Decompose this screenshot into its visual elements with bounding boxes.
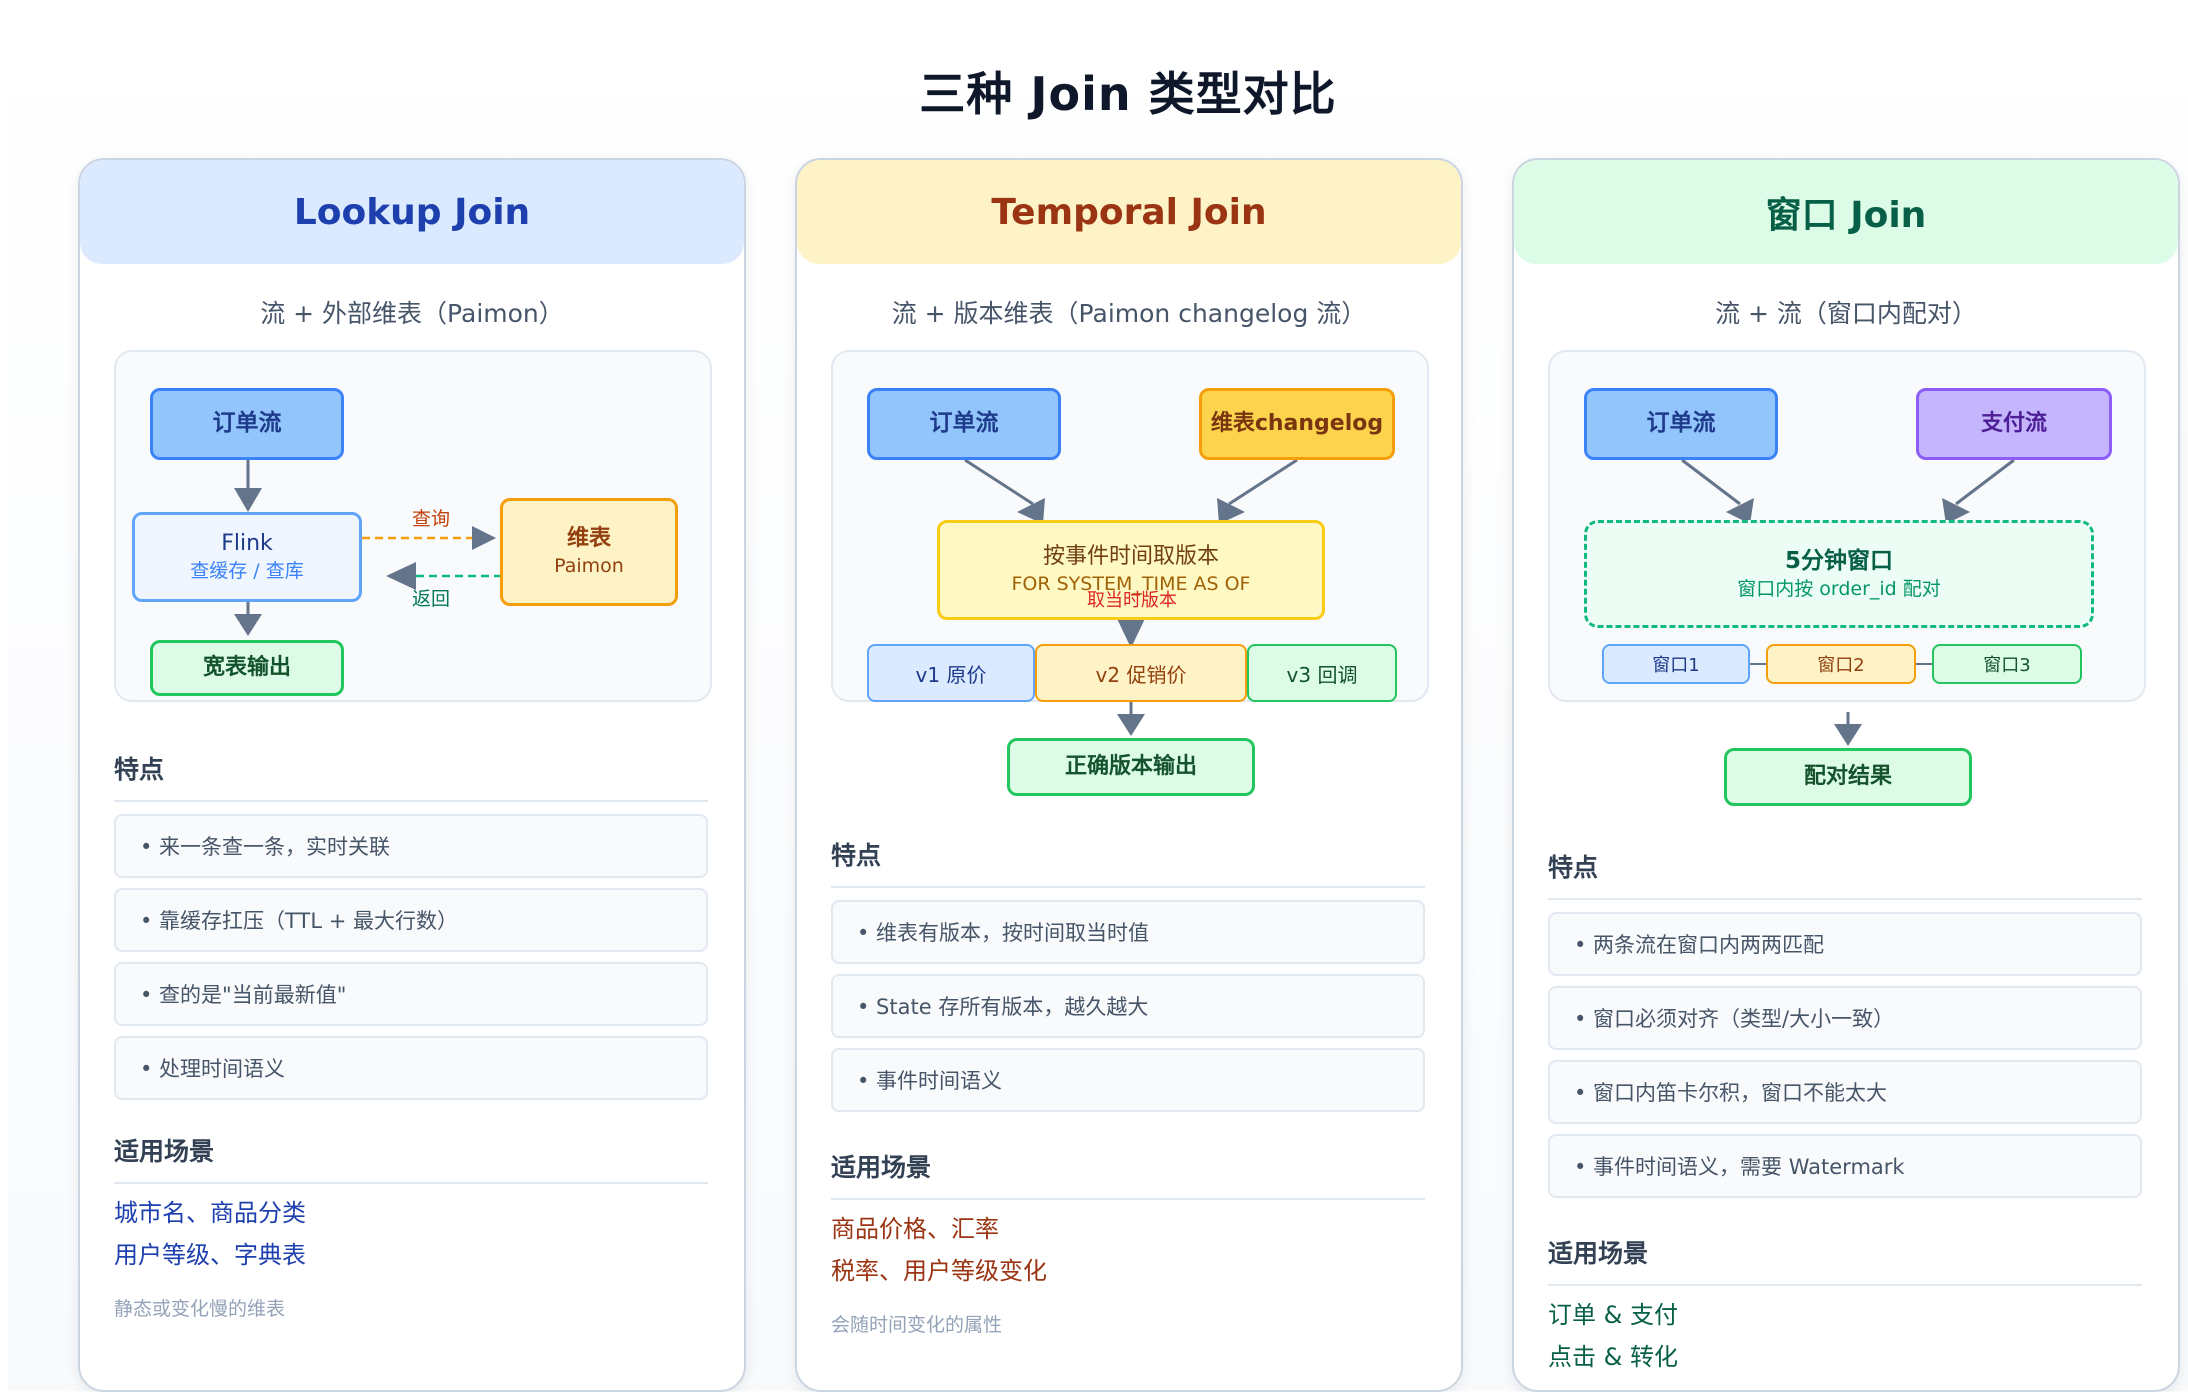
dim-table-node: 维表 Paimon (500, 498, 678, 606)
scenario-item: 商品价格、汇率 (831, 1215, 999, 1243)
feature-item: • 窗口必须对齐（类型/大小一致） (1548, 986, 2142, 1050)
lookup-join-card: Lookup Join 流 + 外部维表（Paimon） 订单流 Flink 查… (78, 158, 746, 1392)
dim-sublabel: Paimon (554, 554, 624, 577)
feature-item: • 窗口内笛卡尔积，窗口不能太大 (1548, 1060, 2142, 1124)
correct-version-output-node: 正确版本输出 (1007, 738, 1255, 796)
query-label: 查询 (412, 508, 451, 530)
arrow-pay-to-window (1955, 458, 2015, 506)
window-join-card: 窗口 Join 流 + 流（窗口内配对） 订单流 支付流 5分钟窗口 窗口内按 … (1512, 158, 2180, 1392)
wide-table-output-node: 宽表输出 (150, 640, 344, 696)
scenario-item: 税率、用户等级变化 (831, 1257, 1047, 1285)
scenario-item: 城市名、商品分类 (114, 1199, 306, 1227)
features-title: 特点 (114, 750, 708, 802)
feature-item: • 两条流在窗口内两两匹配 (1548, 912, 2142, 976)
temporal-join-card: Temporal Join 流 + 版本维表（Paimon changelog … (795, 158, 1463, 1392)
feature-item: • 事件时间语义，需要 Watermark (1548, 1134, 2142, 1198)
lookup-diagram: 订单流 Flink 查缓存 / 查库 维表 Paimon 查询 返回 宽表输出 (114, 350, 712, 702)
arrow-changelog-to-version (1228, 458, 1298, 506)
feature-item: • 处理时间语义 (114, 1036, 708, 1100)
page-title: 三种 Join 类型对比 (919, 67, 1337, 121)
card-subtitle: 流 + 版本维表（Paimon changelog 流） (891, 299, 1367, 328)
order-stream-node: 订单流 (867, 388, 1061, 460)
scenario-item: 订单 & 支付 (1548, 1301, 1678, 1329)
window-2: 窗口2 (1766, 644, 1916, 684)
card-title: 窗口 Join (1514, 160, 2178, 264)
scenario-item: 点击 & 转化 (1548, 1343, 1678, 1371)
window-label: 5分钟窗口 (1784, 547, 1893, 574)
flink-label: Flink (221, 531, 273, 557)
window-diagram: 订单流 支付流 5分钟窗口 窗口内按 order_id 配对 窗口1 窗口2 窗… (1548, 350, 2146, 806)
card-title: Temporal Join (797, 160, 1461, 264)
flink-sublabel: 查缓存 / 查库 (190, 559, 304, 582)
version-v1: v1 原价 (867, 644, 1035, 702)
feature-item: • 靠缓存扛压（TTL + 最大行数） (114, 888, 708, 952)
dim-label: 维表 (566, 526, 611, 552)
feature-item: • 查的是"当前最新值" (114, 962, 708, 1026)
temporal-diagram: 订单流 维表changelog 按事件时间取版本 FOR SYSTEM_TIME… (831, 350, 1429, 796)
arrow-order-to-window (1681, 458, 1741, 506)
version-lookup-node: 按事件时间取版本 FOR SYSTEM_TIME AS OF (937, 520, 1325, 620)
card-title: Lookup Join (80, 160, 744, 264)
feature-item: • State 存所有版本，越久越大 (831, 974, 1425, 1038)
arrowhead (1942, 498, 1970, 524)
pick-version-label: 取当时版本 (1087, 590, 1177, 611)
flink-node: Flink 查缓存 / 查库 (132, 512, 362, 602)
feature-item: • 事件时间语义 (831, 1048, 1425, 1112)
features-title: 特点 (1548, 848, 2142, 900)
scenarios-title: 适用场景 (1548, 1234, 2142, 1286)
card-subtitle: 流 + 流（窗口内配对） (1715, 299, 1977, 328)
arrowhead (1017, 498, 1045, 524)
changelog-node: 维表changelog (1199, 388, 1395, 460)
arrowhead (1834, 724, 1862, 746)
window-3: 窗口3 (1932, 644, 2082, 684)
version-v3: v3 回调 (1247, 644, 1397, 702)
feature-item: • 维表有版本，按时间取当时值 (831, 900, 1425, 964)
features-title: 特点 (831, 836, 1425, 888)
order-stream-node: 订单流 (1584, 388, 1778, 460)
return-label: 返回 (412, 588, 451, 610)
feature-item: • 来一条查一条，实时关联 (114, 814, 708, 878)
order-stream-node: 订单流 (150, 388, 344, 460)
match-result-node: 配对结果 (1724, 748, 1972, 806)
arrowhead (472, 526, 496, 550)
version-label: 按事件时间取版本 (1042, 544, 1219, 570)
diagram-arrows (234, 460, 500, 636)
payment-stream-node: 支付流 (1916, 388, 2112, 460)
window-1: 窗口1 (1602, 644, 1750, 684)
diagram-arrows (1681, 458, 2015, 746)
window-sublabel: 窗口内按 order_id 配对 (1737, 577, 1941, 600)
scenarios-title: 适用场景 (831, 1148, 1425, 1200)
arrowhead (1726, 498, 1754, 524)
arrowhead (1117, 714, 1145, 736)
arrowhead (234, 614, 262, 636)
version-sql: FOR SYSTEM_TIME AS OF (1011, 572, 1251, 595)
scenarios-title: 适用场景 (114, 1132, 708, 1184)
version-v2: v2 促销价 (1035, 644, 1247, 702)
scenario-note: 会随时间变化的属性 (831, 1314, 1003, 1336)
arrowhead (386, 562, 416, 590)
scenario-item: 用户等级、字典表 (114, 1241, 306, 1269)
card-subtitle: 流 + 外部维表（Paimon） (260, 299, 564, 328)
arrowhead (1217, 498, 1245, 524)
arrow-order-to-version (964, 458, 1034, 506)
scenario-note: 静态或变化慢的维表 (114, 1298, 286, 1320)
arrowhead (234, 488, 262, 512)
five-minute-window-node: 5分钟窗口 窗口内按 order_id 配对 (1584, 520, 2094, 628)
